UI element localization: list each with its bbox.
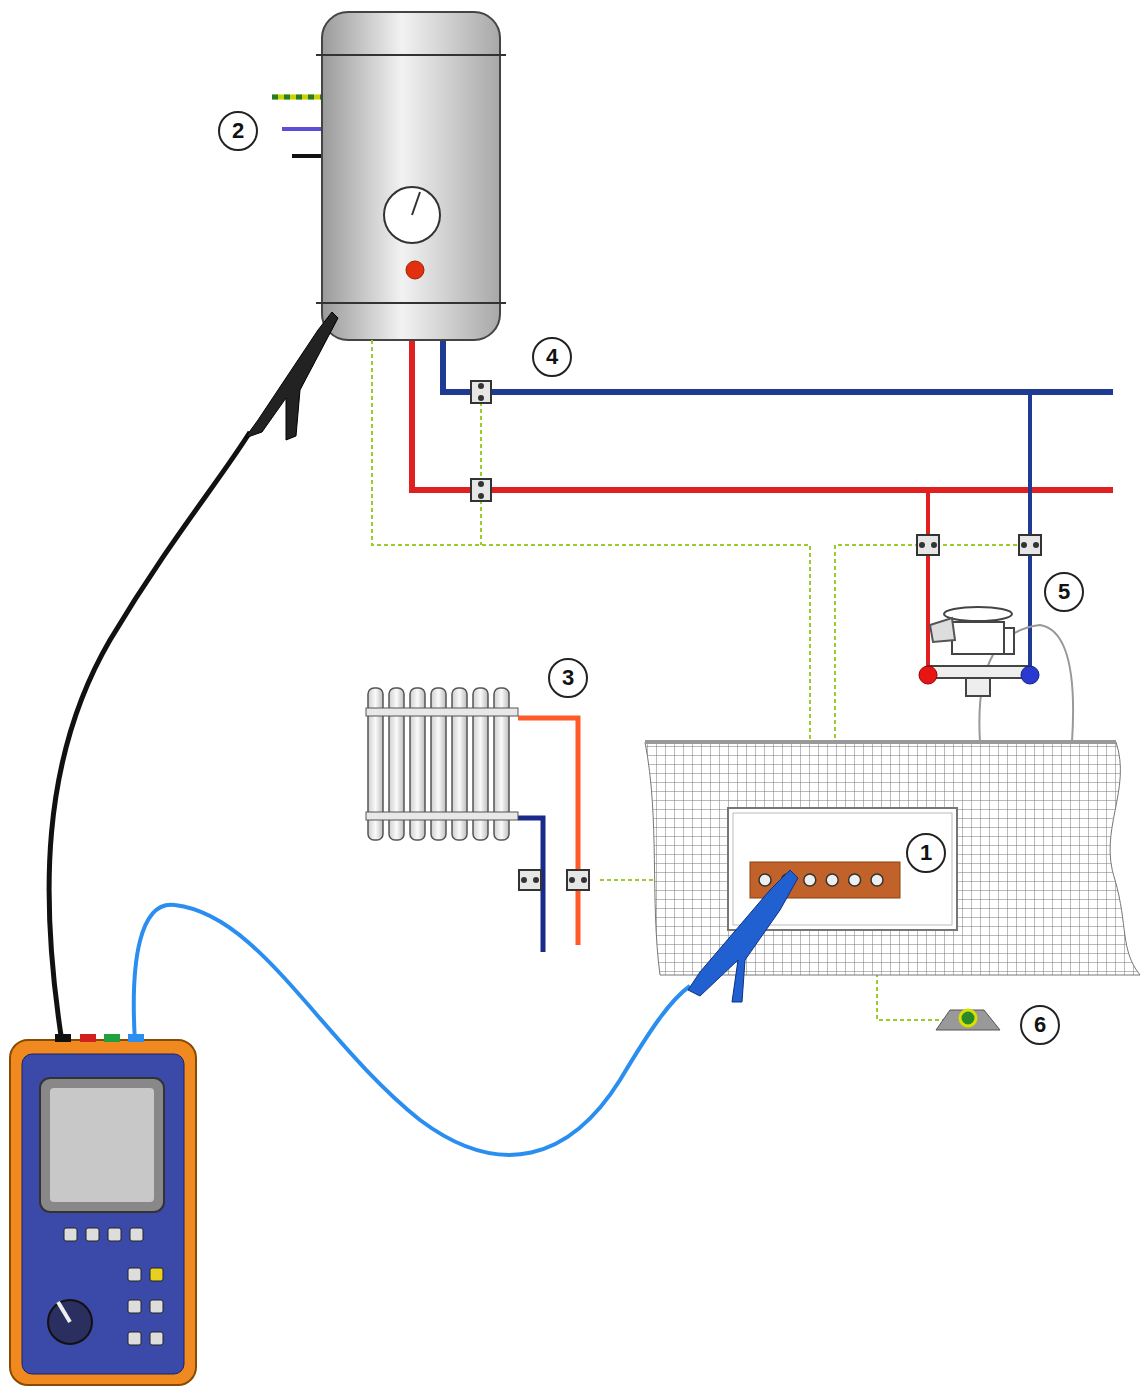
callout-number: 2 <box>218 111 258 151</box>
callout-number: 5 <box>1044 572 1084 612</box>
callout-number: 1 <box>906 833 946 873</box>
callout-number: 3 <box>548 658 588 698</box>
callout-number: 6 <box>1020 1005 1060 1045</box>
callout-number: 4 <box>532 337 572 377</box>
